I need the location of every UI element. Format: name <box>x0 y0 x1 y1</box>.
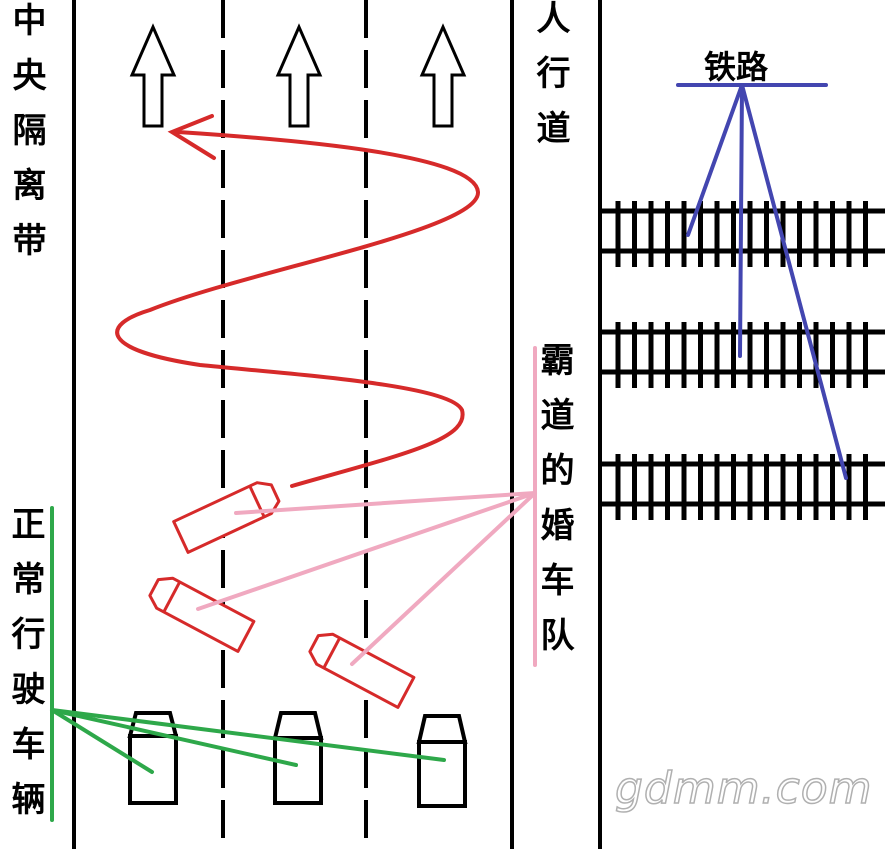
convoy-callout <box>196 346 537 667</box>
railway-label: 铁路 <box>704 48 769 86</box>
up-arrow-icon <box>275 23 323 128</box>
convoy-car <box>308 632 416 709</box>
railway-tracks <box>600 201 885 520</box>
zigzag-path <box>115 130 481 488</box>
railway-callout <box>676 83 848 480</box>
up-arrow-icon <box>419 23 467 128</box>
railway-track <box>600 454 885 520</box>
normal-callout <box>50 506 446 822</box>
normal-car <box>127 711 179 805</box>
convoy-car <box>172 481 281 554</box>
convoy-car <box>148 576 256 653</box>
road-lines <box>72 0 602 849</box>
convoy-cars <box>148 481 416 709</box>
normal-car <box>416 714 468 808</box>
normal-vehicles-label: 正常行驶车辆 <box>5 506 45 836</box>
zigzag-arrowhead <box>167 114 216 160</box>
lane-arrows <box>129 23 467 128</box>
normal-vehicles <box>127 711 468 808</box>
railway-track <box>600 201 885 267</box>
convoy-path <box>115 114 481 488</box>
sidewalk-label: 人行道 <box>530 0 570 165</box>
median-strip-label: 中央隔离带 <box>6 2 46 277</box>
up-arrow-icon <box>129 23 177 128</box>
watermark: gdmm.com <box>614 762 873 815</box>
normal-car <box>272 711 324 805</box>
railway-track <box>600 322 885 388</box>
wedding-convoy-label: 霸道的婚车队 <box>534 342 574 672</box>
